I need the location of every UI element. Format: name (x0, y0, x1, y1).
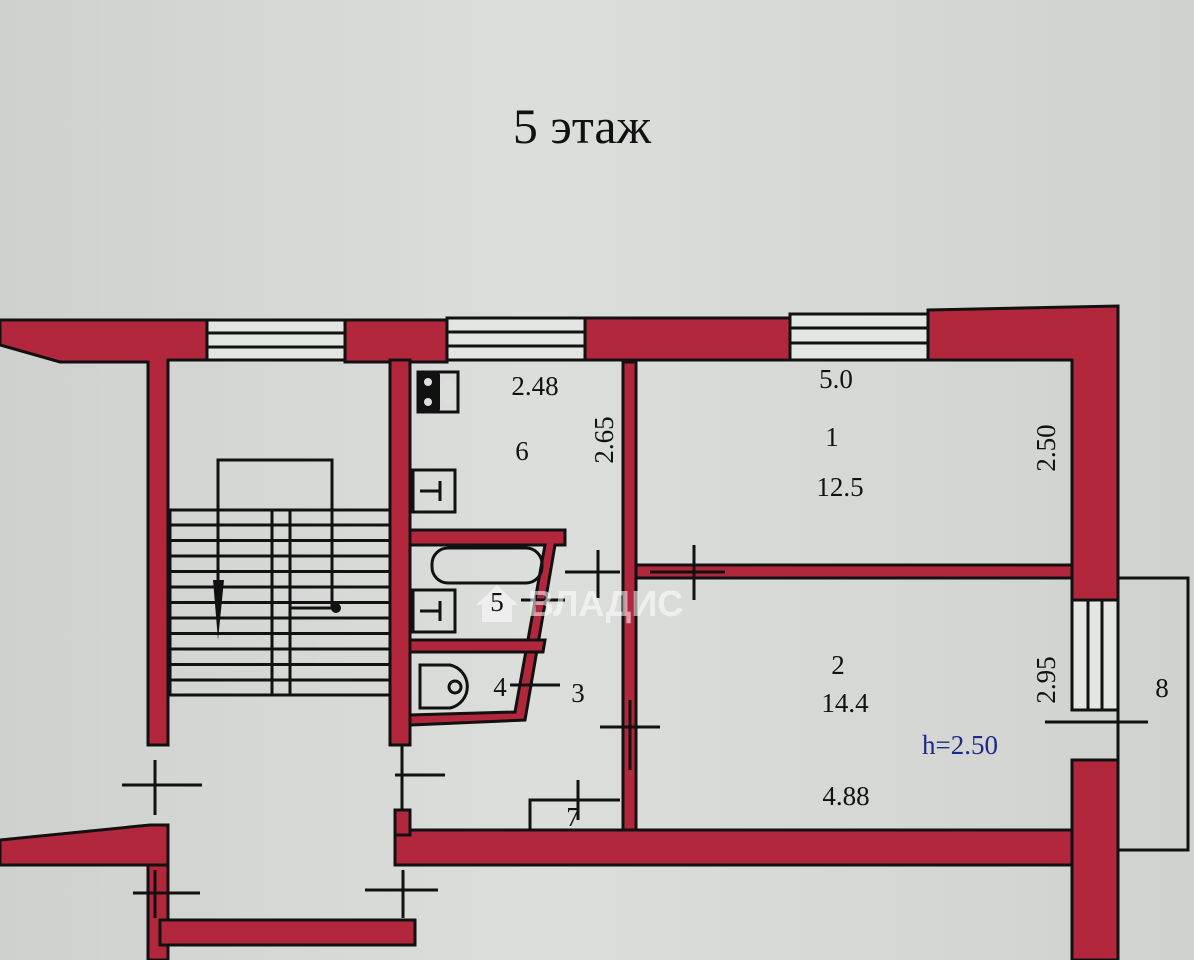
room-1-width: 5.0 (819, 364, 853, 394)
labels: 2.48 6 2.65 5.0 1 12.5 2.50 2 14.4 2.95 … (490, 364, 1169, 832)
room-6-width: 2.48 (511, 371, 558, 401)
staircase (168, 458, 392, 697)
windows (205, 312, 1120, 712)
balcony (1045, 576, 1190, 852)
room-2-depth: 2.95 (1031, 656, 1061, 703)
bathroom-fixtures (408, 370, 567, 727)
room-2-area: 14.4 (821, 688, 869, 718)
watermark-text: ВЛАДИС (528, 583, 683, 624)
doors (122, 545, 725, 918)
room-4-number: 4 (493, 672, 507, 702)
room-7-number: 7 (566, 802, 580, 832)
house-logo-icon (476, 585, 518, 622)
room-2-number: 2 (831, 650, 845, 680)
room-1-number: 1 (825, 422, 839, 452)
room-5-number: 5 (490, 587, 504, 617)
room-1-area: 12.5 (816, 472, 863, 502)
room-2-width: 4.88 (822, 781, 869, 811)
room-3-number: 3 (571, 678, 585, 708)
watermark: ВЛАДИС (476, 583, 683, 624)
floor-title: 5 этаж (513, 98, 652, 154)
room-6-depth: 2.65 (589, 416, 619, 463)
room-1-depth: 2.50 (1031, 424, 1061, 471)
room-6-number: 6 (515, 436, 529, 466)
room-8-number: 8 (1155, 673, 1169, 703)
ceiling-height: h=2.50 (922, 730, 998, 760)
